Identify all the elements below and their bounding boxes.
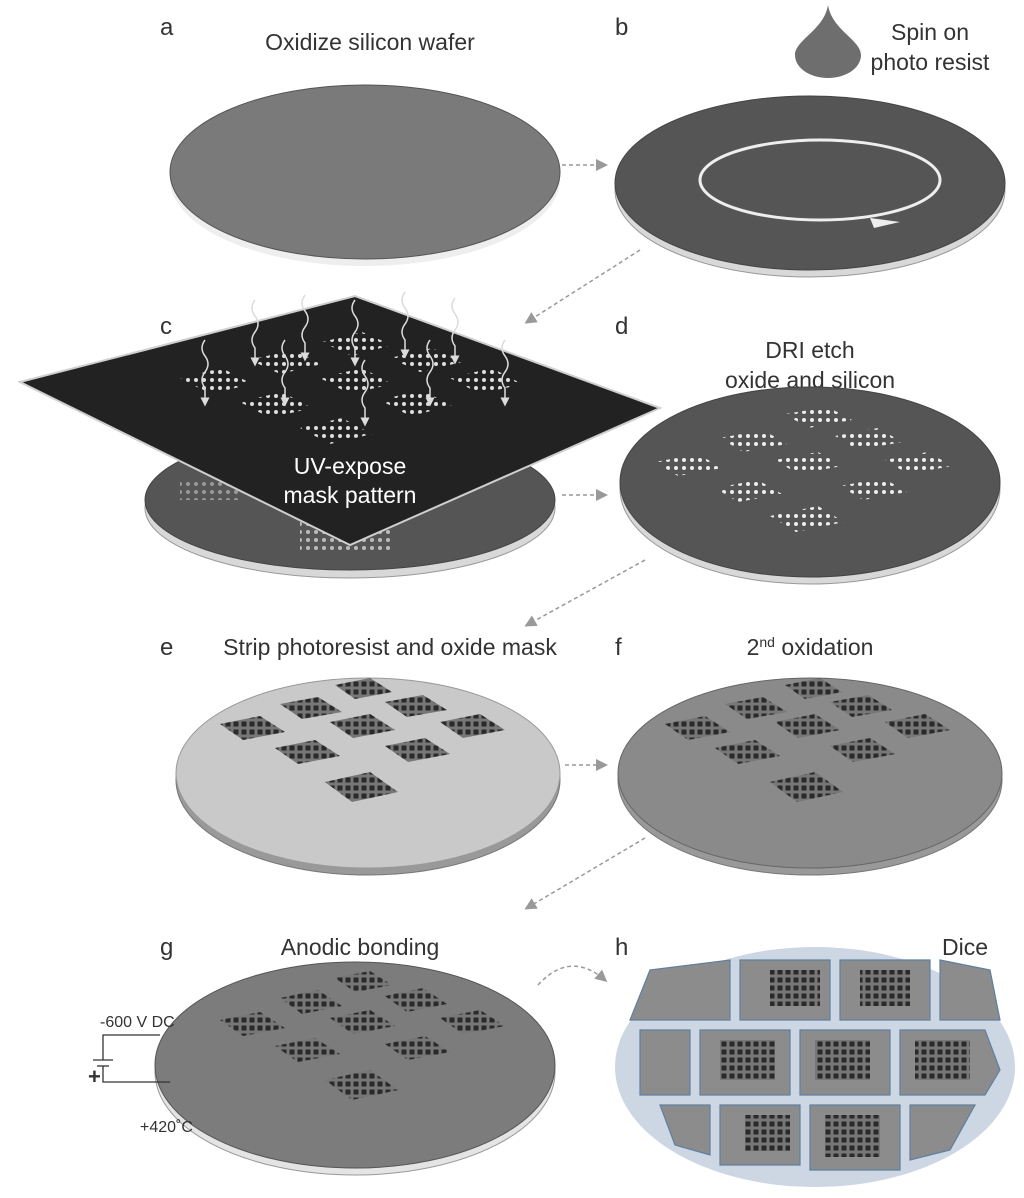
uv-rays — [200, 291, 510, 427]
label-d-line1: DRI etch — [765, 337, 854, 363]
wafer-a — [169, 84, 561, 266]
label-b-line2: photo resist — [871, 49, 991, 75]
wafer-g — [154, 961, 556, 1176]
flow-arrows — [524, 159, 646, 986]
polarity-plus: + — [88, 1064, 101, 1089]
panel-letter-h: h — [615, 934, 628, 961]
label-b-line1: Spin on — [891, 19, 969, 45]
temperature-label: +420˚C — [140, 1119, 193, 1136]
wafer-d — [619, 386, 1001, 585]
label-c-line2: mask pattern — [284, 482, 417, 508]
label-g: Anodic bonding — [281, 934, 440, 960]
panel-letter-b: b — [615, 14, 628, 41]
wafer-b — [614, 95, 1006, 278]
panel-letter-a: a — [160, 14, 174, 41]
label-e: Strip photoresist and oxide mask — [223, 634, 557, 660]
panel-letter-g: g — [160, 934, 173, 961]
panel-letter-d: d — [615, 313, 628, 340]
voltage-label: -600 V DC — [100, 1014, 175, 1031]
panel-letter-c: c — [160, 313, 172, 340]
label-h: Dice — [942, 934, 988, 960]
panel-letter-f: f — [615, 634, 622, 661]
circuit-wires — [93, 1034, 170, 1083]
label-c-line1: UV-expose — [294, 453, 407, 479]
wafer-f — [617, 677, 1003, 876]
label-a: Oxidize silicon wafer — [265, 29, 475, 55]
wafer-h — [615, 947, 1015, 1187]
wafer-e — [175, 677, 561, 876]
label-f: 2nd oxidation — [747, 634, 874, 660]
panel-letter-e: e — [160, 634, 173, 661]
resist-droplet-icon — [795, 5, 861, 78]
